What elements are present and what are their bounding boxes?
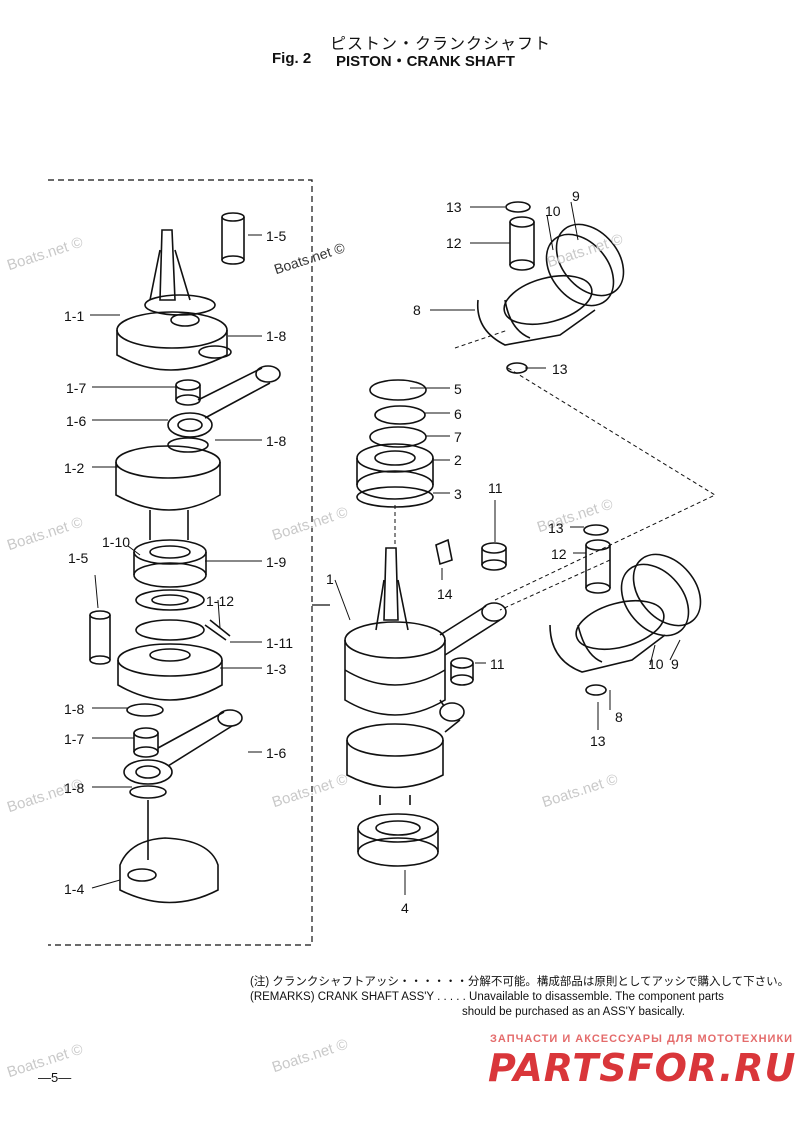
needle-bearing-upper xyxy=(175,379,201,406)
part-label: 12 xyxy=(446,235,462,251)
shop-logo: PARTSFOR.RU xyxy=(488,1046,797,1090)
part-label: 10 xyxy=(545,203,561,219)
shop-tagline: ЗАПЧАСТИ И АКСЕССУАРЫ ДЛЯ МОТОТЕХНИКИ xyxy=(490,1033,794,1045)
part-label: 5 xyxy=(454,381,462,397)
part-label: 1-12 xyxy=(206,593,235,609)
part-label: 4 xyxy=(401,900,409,916)
part-label: 1-5 xyxy=(68,550,89,566)
part-label: 13 xyxy=(590,733,606,749)
thrust-washer-2 xyxy=(126,703,164,717)
clip-13c xyxy=(583,524,609,536)
part-label: 1-11 xyxy=(266,635,293,651)
snap-ring-5 xyxy=(369,379,427,401)
ring-7 xyxy=(369,426,427,448)
figure-label: Fig. 2 xyxy=(272,50,312,67)
seal-ring-mid xyxy=(135,589,205,641)
crank-pin-lower xyxy=(89,610,111,665)
piston-pin-12a xyxy=(509,216,535,271)
part-label: 1-6 xyxy=(66,413,87,429)
needle-bearing-11a xyxy=(481,542,507,571)
clip-13a xyxy=(505,201,531,213)
ring-9b xyxy=(632,553,702,627)
part-label: 1-7 xyxy=(66,380,87,396)
part-label: 14 xyxy=(437,586,453,602)
ball-bearing-4 xyxy=(357,813,439,867)
piston-8a xyxy=(476,274,596,346)
part-label: 8 xyxy=(615,709,623,725)
clip-13d xyxy=(585,684,607,696)
connecting-rod-upper xyxy=(167,365,281,438)
ring-10b xyxy=(620,563,690,637)
thrust-washer-1 xyxy=(198,345,232,359)
part-label: 1-5 xyxy=(266,228,287,244)
title-japanese: ピストン・クランクシャフト xyxy=(330,36,552,53)
seal-6 xyxy=(374,405,426,425)
remarks-english-line2: should be purchased as an ASS'Y basicall… xyxy=(462,1006,685,1018)
part-label: 6 xyxy=(454,406,462,422)
ball-bearing-mid xyxy=(133,539,207,588)
ring-10a xyxy=(545,233,615,307)
title-english: PISTON・CRANK SHAFT xyxy=(336,53,515,70)
part-label: 11 xyxy=(488,480,503,496)
assembly-conrod-upper xyxy=(439,602,507,656)
part-label: 13 xyxy=(552,361,568,377)
shim-3 xyxy=(356,486,434,508)
crank-pin-top xyxy=(221,212,245,265)
part-label: 1-6 xyxy=(266,745,287,761)
piston-8b xyxy=(549,599,666,673)
part-label: 1-8 xyxy=(64,701,85,717)
part-label: 10 xyxy=(648,656,664,672)
part-label: 8 xyxy=(413,302,421,318)
part-label: 9 xyxy=(572,188,580,204)
crank-middle xyxy=(115,437,221,540)
remarks: (注) クランクシャフトアッシ・・・・・・分解不可能。構成部品は原則としてアッシ… xyxy=(250,975,789,1020)
remarks-english-line1: (REMARKS) CRANK SHAFT ASS'Y . . . . . Un… xyxy=(250,991,724,1003)
crank-web-lower xyxy=(117,643,223,701)
woodruff-key xyxy=(435,538,453,566)
crankshaft-assembly xyxy=(344,547,446,805)
part-label: 11 xyxy=(490,656,505,672)
assembly-bracket xyxy=(48,179,313,946)
part-label: 1 xyxy=(326,571,334,587)
page-number: —5— xyxy=(38,1070,72,1085)
part-label: 7 xyxy=(454,429,462,445)
connecting-rod-lower xyxy=(123,709,243,785)
part-label: 1-7 xyxy=(64,731,85,747)
part-label: 1-1 xyxy=(64,308,85,324)
part-label: 13 xyxy=(548,520,564,536)
ball-bearing-2 xyxy=(356,443,434,500)
clip-13b xyxy=(506,362,528,374)
part-label: 1-8 xyxy=(64,780,85,796)
assembly-conrod-lower xyxy=(439,699,465,733)
part-label: 3 xyxy=(454,486,462,502)
part-label: 13 xyxy=(446,199,462,215)
part-label: 1-8 xyxy=(266,433,287,449)
part-label: 1-3 xyxy=(266,661,287,677)
remarks-japanese: (注) クランクシャフトアッシ・・・・・・分解不可能。構成部品は原則としてアッシ… xyxy=(250,976,790,988)
part-label: 9 xyxy=(671,656,679,672)
needle-bearing-lower xyxy=(133,727,159,758)
part-label: 1-8 xyxy=(266,328,287,344)
crank-web-bottom xyxy=(119,800,219,904)
part-label: 12 xyxy=(551,546,567,562)
piston-pin-12b xyxy=(585,539,611,594)
dowel-pin xyxy=(204,619,231,641)
needle-bearing-11b xyxy=(450,657,474,686)
thrust-washer-3 xyxy=(129,785,167,799)
part-label: 1-9 xyxy=(266,554,287,570)
part-label: 2 xyxy=(454,452,462,468)
ring-9a xyxy=(555,223,625,297)
part-label: 1-4 xyxy=(64,881,85,897)
crank-upper-half xyxy=(116,229,228,371)
part-label: 1-10 xyxy=(102,534,131,550)
part-label: 1-2 xyxy=(64,460,85,476)
